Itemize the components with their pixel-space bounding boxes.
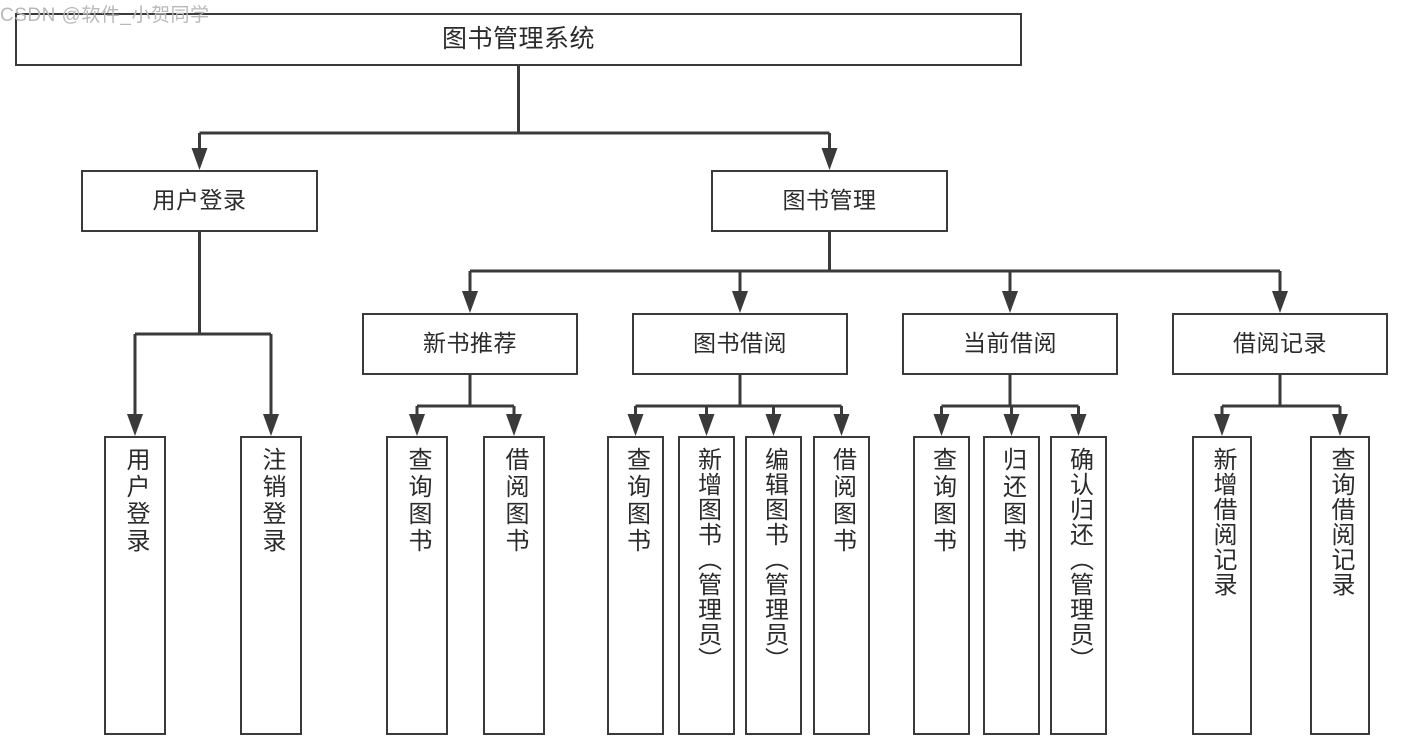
node-leaf-return-book[interactable]: 归还图书 [983,436,1040,735]
node-label: 当前借阅 [963,330,1057,357]
node-label: 查询图书 [404,447,431,555]
node-label: 用户登录 [122,447,149,555]
node-leaf-borrow-book-2[interactable]: 借阅图书 [813,436,870,735]
node-label: 新增图书（管理员） [693,447,721,672]
node-leaf-query-book-2[interactable]: 查询图书 [607,436,664,735]
node-leaf-query-book-3[interactable]: 查询图书 [913,436,970,735]
node-leaf-add-record[interactable]: 新增借阅记录 [1192,436,1252,735]
node-leaf-add-book[interactable]: 新增图书（管理员） [678,436,735,735]
node-label: 归还图书 [998,447,1026,555]
node-label: 借阅图书 [501,447,528,555]
node-leaf-logout[interactable]: 注销登录 [240,436,302,735]
node-current[interactable]: 当前借阅 [902,313,1118,375]
node-label: 新增借阅记录 [1209,447,1236,597]
node-leaf-user-login[interactable]: 用户登录 [104,436,166,735]
node-label: 注销登录 [258,447,285,555]
node-newbook[interactable]: 新书推荐 [362,313,578,375]
node-label: 查询借阅记录 [1327,447,1354,597]
node-label: 图书借阅 [693,330,787,357]
node-login[interactable]: 用户登录 [81,170,318,232]
node-record[interactable]: 借阅记录 [1172,313,1388,375]
node-label: 新书推荐 [423,330,517,357]
node-root[interactable]: 图书管理系统 [15,13,1022,66]
node-label: 查询图书 [928,447,956,555]
node-leaf-confirm-return[interactable]: 确认归还（管理员） [1050,436,1107,735]
node-label: 借阅记录 [1233,330,1327,357]
node-label: 查询图书 [622,447,650,555]
node-leaf-borrow-book-1[interactable]: 借阅图书 [483,436,545,735]
node-label: 编辑图书（管理员） [760,447,788,672]
node-leaf-query-book-1[interactable]: 查询图书 [386,436,448,735]
node-borrow[interactable]: 图书借阅 [632,313,848,375]
node-label: 用户登录 [152,187,247,214]
node-label: 图书管理系统 [441,24,595,53]
node-label: 图书管理 [782,187,877,214]
node-leaf-edit-book[interactable]: 编辑图书（管理员） [745,436,802,735]
node-bookmgr[interactable]: 图书管理 [711,170,948,232]
node-leaf-query-record[interactable]: 查询借阅记录 [1310,436,1370,735]
node-label: 确认归还（管理员） [1065,447,1093,672]
node-label: 借阅图书 [828,447,856,555]
